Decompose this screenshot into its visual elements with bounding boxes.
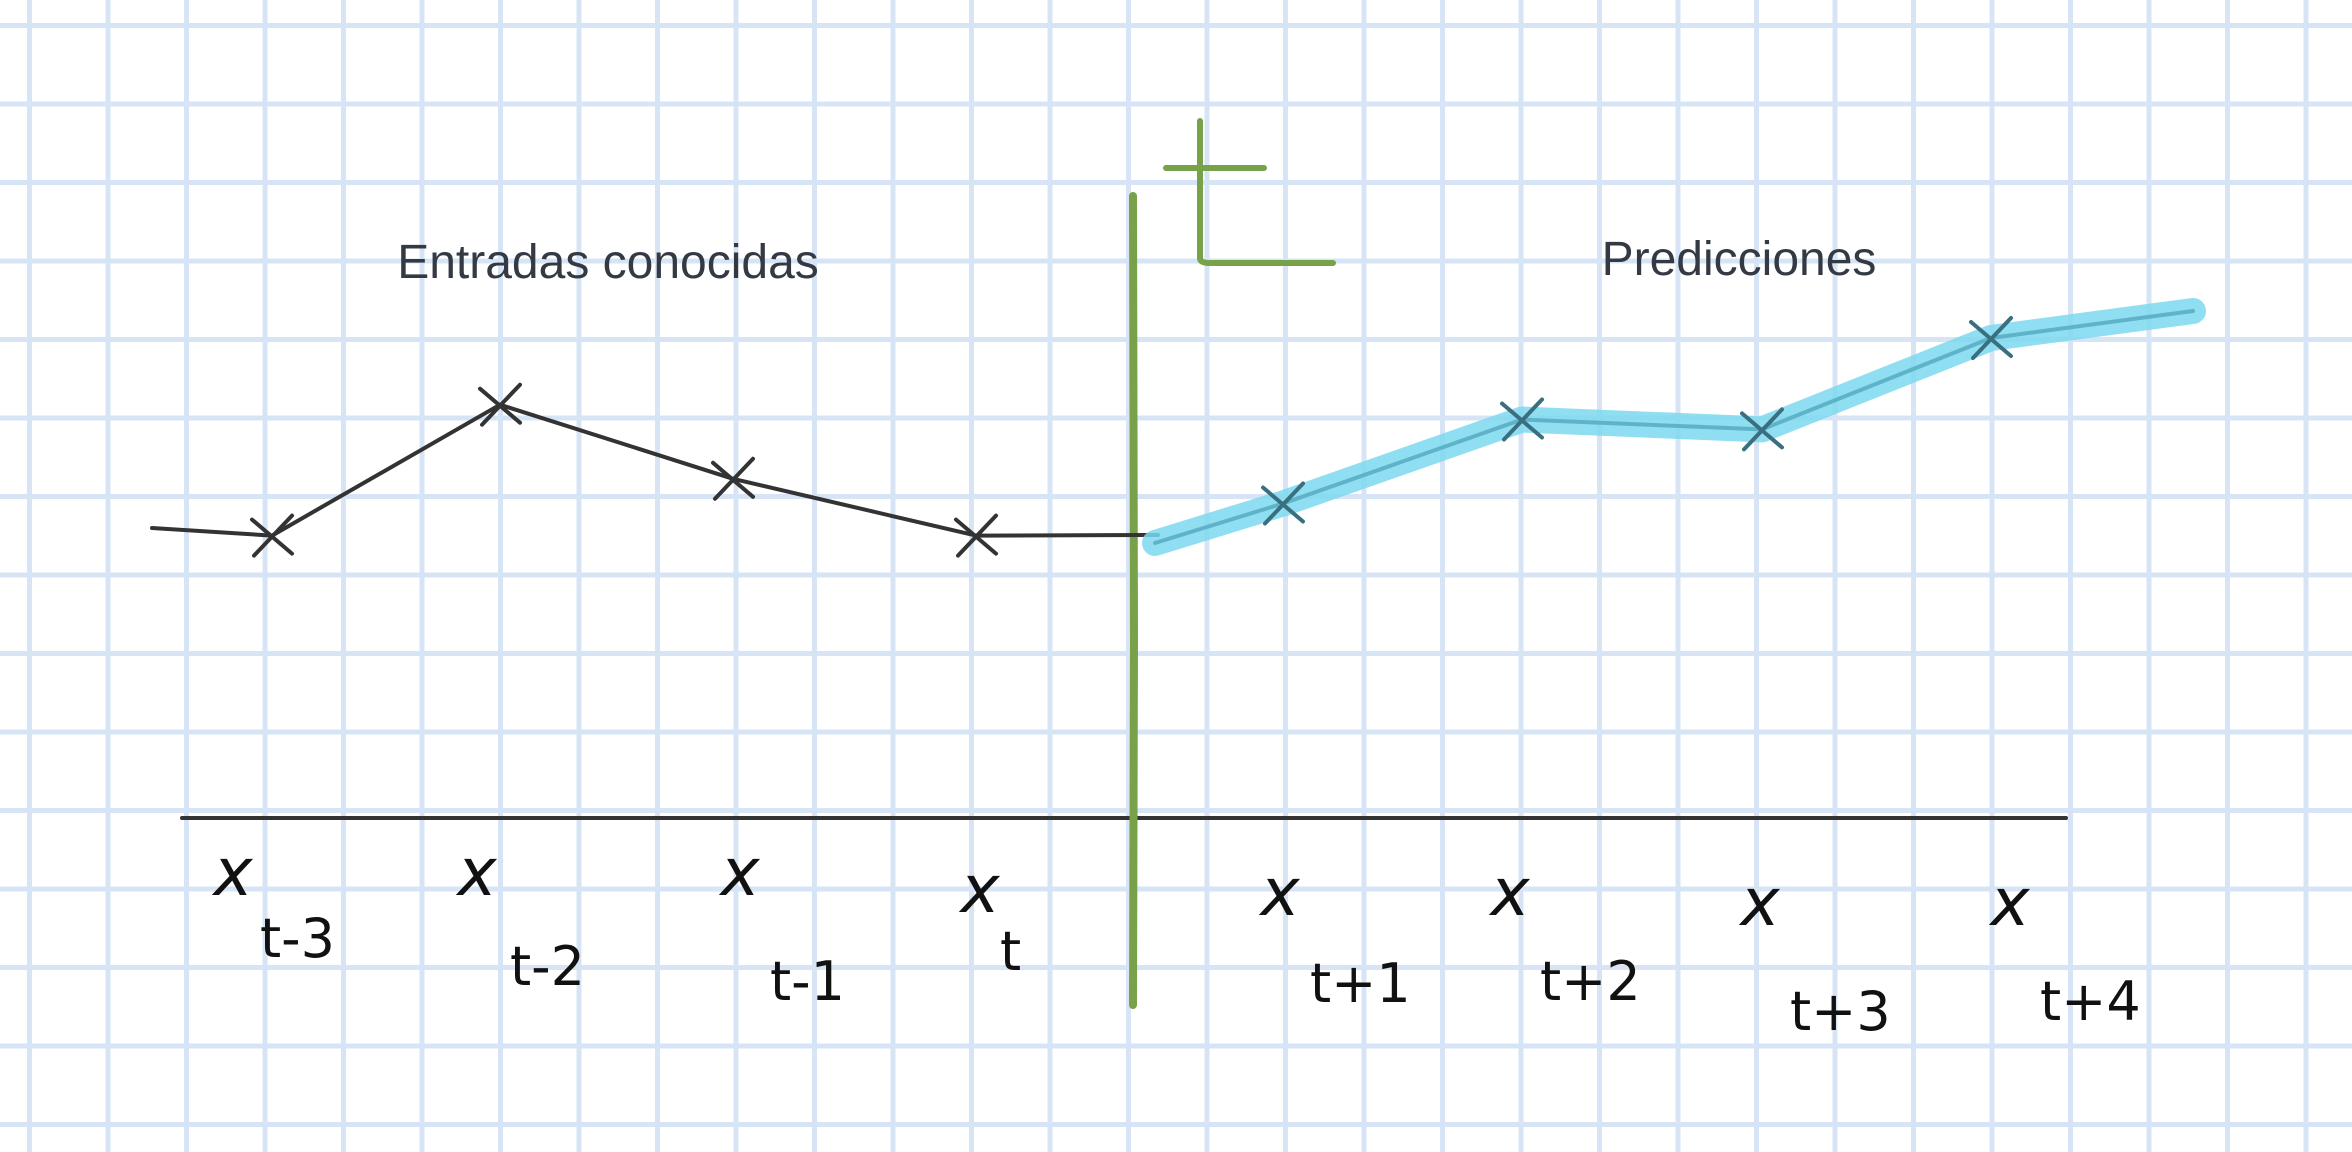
predicted-point-marker (1261, 481, 1305, 526)
time-step-label-subscript: t-2 (510, 935, 585, 998)
observed-series-line (150, 402, 1160, 538)
time-step-label-subscript: t-1 (770, 950, 845, 1013)
time-step-label-main: x (1258, 854, 1300, 931)
time-step-label-subscript: t (1000, 920, 1021, 983)
observed-point-marker (711, 456, 755, 501)
time-step-label-subscript: t+2 (1540, 950, 1641, 1013)
time-step-label-subscript: t+3 (1790, 980, 1891, 1043)
time-step-label-main: x (1488, 854, 1530, 931)
known-inputs-label: Entradas conocidas (397, 236, 819, 289)
time-step-label-main: x (1988, 864, 2030, 941)
predicted-point-marker (1740, 407, 1784, 452)
observed-point-marker (478, 382, 522, 427)
time-step-label-main: x (455, 834, 497, 911)
observed-point-marker (954, 513, 998, 558)
time-step-label-subscript: t+4 (2040, 970, 2141, 1033)
time-step-label-main: x (1738, 864, 1780, 941)
time-step-label-main: x (718, 834, 760, 911)
series-layer (150, 298, 2206, 558)
observed-point-marker (250, 513, 294, 558)
present-time-marker (1163, 118, 1336, 266)
predicted-point-marker (1500, 397, 1544, 442)
time-step-label-main: x (211, 834, 253, 911)
time-step-label-subscript: t-3 (260, 907, 335, 970)
predicted-point-marker (1969, 316, 2013, 360)
present-time-line (1129, 192, 1139, 1009)
time-step-label-main: x (958, 851, 1000, 928)
time-step-label-subscript: t+1 (1310, 952, 1411, 1015)
prediction-series-line (1153, 309, 2195, 545)
predictions-label: Predicciones (1602, 233, 1877, 286)
